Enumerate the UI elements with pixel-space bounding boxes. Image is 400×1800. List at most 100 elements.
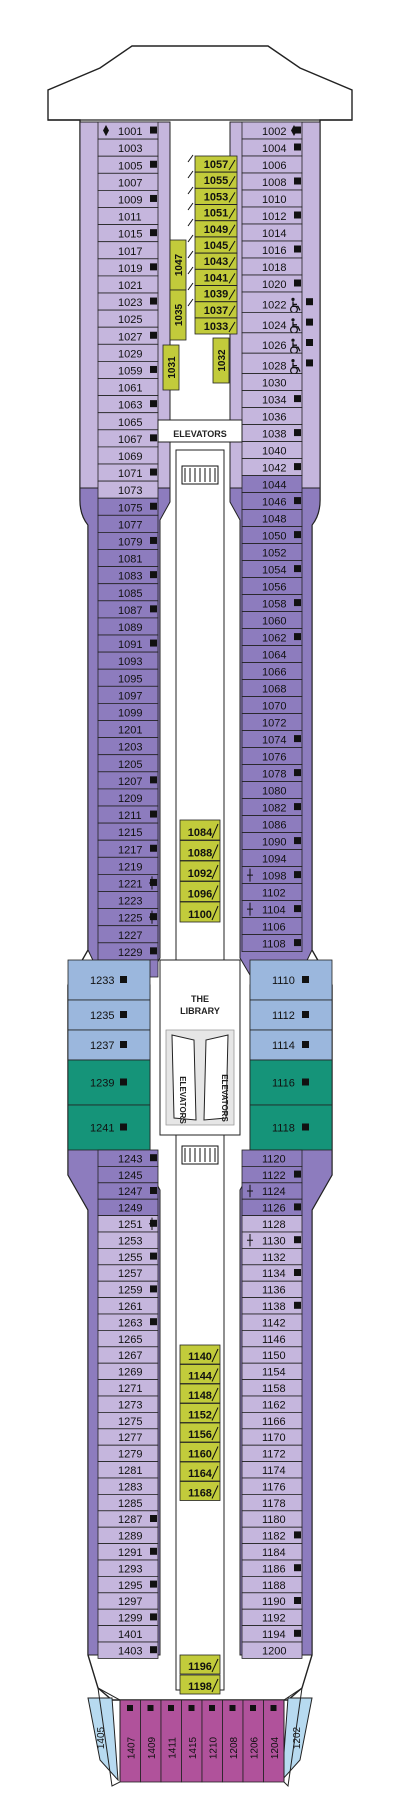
- cabin-number: 1026: [262, 340, 286, 352]
- door-icon: [211, 885, 219, 900]
- balcony-square-icon: [147, 1705, 154, 1711]
- balcony-square-icon: [294, 1301, 301, 1309]
- door-icon: [228, 273, 236, 284]
- center-cabin-number: 1088: [188, 848, 212, 860]
- center-cabin-number: 1160: [188, 1449, 212, 1461]
- balcony-square-icon: [150, 639, 157, 647]
- center-vertical-cabin: [169, 289, 187, 341]
- balcony-square-icon: [294, 1564, 301, 1572]
- cabin-number: 1021: [118, 280, 142, 292]
- cabin-number: 1102: [262, 888, 286, 900]
- cabin-number: 1247: [118, 1186, 142, 1198]
- cabin-number: 1261: [118, 1301, 142, 1313]
- cabin-number: 1407: [126, 1736, 137, 1759]
- cabin-number: 1287: [118, 1514, 142, 1526]
- door-icon: [211, 1407, 219, 1421]
- center-cabin-number: 1164: [188, 1468, 213, 1480]
- center-cabin-number: 1055: [204, 175, 228, 187]
- balcony-square-icon: [150, 1187, 157, 1194]
- cabin-number: 1064: [262, 650, 286, 662]
- right-mid-cabin: [249, 1059, 333, 1106]
- balcony-square-icon: [150, 1252, 157, 1260]
- cabin-number: 1022: [262, 299, 286, 311]
- door-icon: [211, 823, 219, 839]
- door-icon: [228, 208, 236, 219]
- cabin-number: 1200: [262, 1645, 286, 1657]
- tick-mark: [187, 186, 194, 195]
- door-icon: [211, 1426, 219, 1441]
- balcony-square-icon: [150, 434, 157, 442]
- cabin-number: 1095: [118, 673, 142, 685]
- cabin-number: 1078: [262, 769, 286, 781]
- balcony-square-icon: [294, 633, 301, 641]
- connecting-tick-icon: [247, 1184, 253, 1198]
- balcony-square-icon: [294, 531, 301, 539]
- balcony-square-icon: [302, 1078, 309, 1086]
- balcony-square-icon: [150, 810, 157, 818]
- cabin-number: 1295: [118, 1580, 142, 1592]
- balcony-square-icon: [270, 1705, 277, 1711]
- cabin-number: 1062: [262, 633, 286, 645]
- lower-right-cabin: [241, 1641, 303, 1659]
- tick-mark: [187, 170, 194, 179]
- connecting-tick-icon: [149, 910, 155, 924]
- balcony-square-icon: [294, 599, 301, 607]
- center-mid-cabin: [179, 901, 221, 923]
- right-cabin: [241, 934, 303, 952]
- center-cabin-number: 1057: [204, 159, 228, 171]
- center-cabin-number: 1041: [204, 272, 228, 284]
- cabin-number: 1239: [90, 1078, 114, 1090]
- cabin-number: 1112: [272, 1010, 295, 1022]
- door-icon: [228, 159, 236, 171]
- right-mid-cabin: [249, 1104, 333, 1151]
- cabin-layer: 1001100310051007100910111015101710191021…: [67, 121, 333, 1659]
- stairs-top: [181, 465, 219, 485]
- cabin-number: 1150: [262, 1350, 286, 1362]
- left-mid-cabin: [67, 1029, 151, 1061]
- cabin-number: 1005: [118, 160, 142, 172]
- balcony-square-icon: [294, 1269, 301, 1276]
- center-mid-cabin: [179, 819, 221, 841]
- balcony-square-icon: [294, 211, 301, 219]
- cabin-number: 1012: [262, 211, 286, 223]
- cabin-number: 1263: [118, 1317, 142, 1329]
- balcony-square-icon: [150, 776, 157, 784]
- door-icon: [228, 240, 236, 252]
- cabin-number: 1118: [272, 1123, 295, 1135]
- cabin-number: 1054: [262, 565, 286, 577]
- balcony-square-icon: [120, 1041, 127, 1048]
- cabin-number: 1227: [118, 930, 142, 942]
- balcony-square-icon: [150, 160, 157, 168]
- cabin-number: 1265: [118, 1334, 142, 1346]
- cabin-number: 1009: [118, 195, 142, 207]
- door-icon: [211, 1678, 219, 1693]
- wheelchair-icon-head: [291, 318, 295, 322]
- cabin-number: 1001: [118, 126, 142, 138]
- balcony-square-icon: [120, 1078, 127, 1086]
- cabin-number: 1208: [229, 1736, 240, 1759]
- balcony-square-icon: [294, 1531, 301, 1539]
- cabin-number: 1114: [272, 1040, 295, 1052]
- cabin-number: 1202: [292, 1726, 303, 1749]
- cabin-number: 1098: [262, 871, 286, 883]
- center-lower-cabin: [179, 1383, 221, 1404]
- diamond-icon: [103, 125, 109, 137]
- cabin-number: 1029: [118, 348, 142, 360]
- cabin-number: 1267: [118, 1350, 142, 1362]
- center-cabin-number: 1084: [188, 827, 213, 839]
- center-mid-cabin: [179, 881, 221, 902]
- center-lower-cabin: [179, 1481, 221, 1501]
- center-cabin-number: 1051: [204, 208, 228, 220]
- cabin-number: 1277: [118, 1432, 142, 1444]
- cabin-number: 1289: [118, 1531, 142, 1543]
- cabin-number: 1209: [118, 793, 142, 805]
- cabin-number: 1097: [118, 690, 142, 702]
- cabin-number: 1249: [118, 1203, 142, 1215]
- center-cabin-number: 1043: [204, 256, 228, 268]
- cabin-number: 1134: [262, 1268, 286, 1280]
- cabin-number: 1215: [118, 827, 142, 839]
- door-icon: [211, 1658, 219, 1673]
- wheelchair-icon-head: [291, 338, 295, 342]
- center-lower-cabin: [179, 1442, 221, 1462]
- balcony-square-icon: [294, 735, 301, 743]
